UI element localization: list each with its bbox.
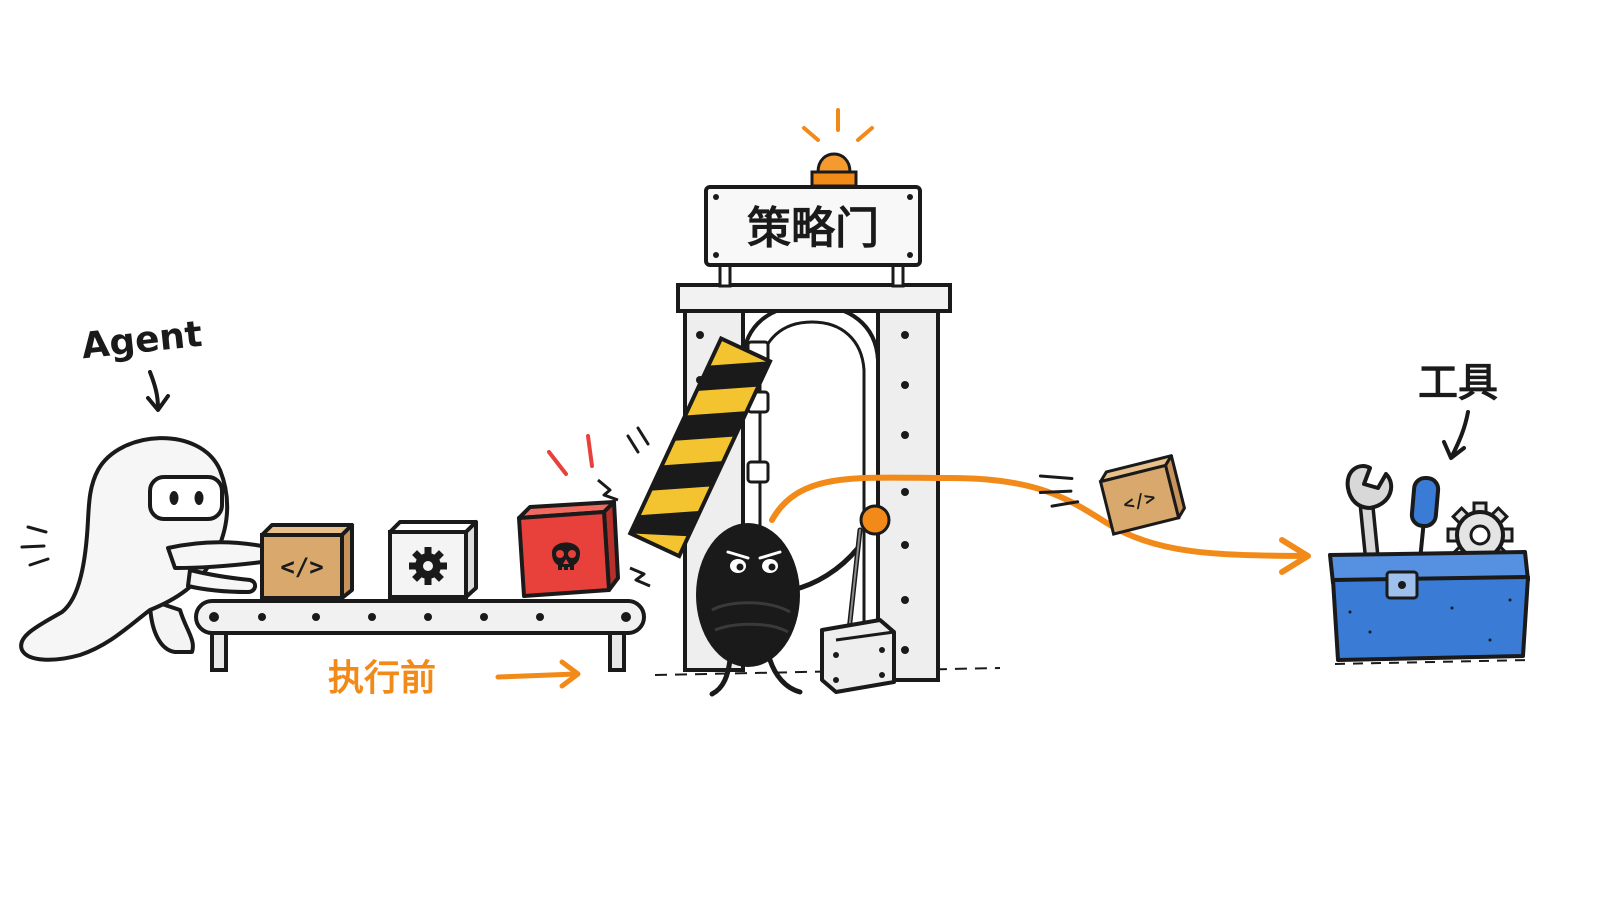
gear-icon — [409, 547, 447, 585]
skull-icon — [552, 542, 580, 571]
wrench-icon — [1345, 464, 1394, 568]
agent-label: Agent — [80, 314, 205, 367]
pre-execution-arrow — [495, 659, 581, 689]
gate-lever — [820, 504, 896, 694]
agent-pointer-arrow — [146, 370, 170, 412]
barrier-arm — [627, 335, 773, 559]
agent-character — [19, 436, 270, 662]
danger-box — [517, 426, 651, 598]
guard-character — [696, 523, 861, 697]
approved-code-box: </> — [1038, 454, 1186, 536]
code-icon: </> — [280, 553, 323, 581]
policy-gate-sign: 策略门 — [747, 203, 879, 254]
gear-box — [388, 520, 478, 599]
screwdriver-icon — [1409, 475, 1441, 561]
conveyor-belt — [194, 599, 646, 672]
alarm-light-icon — [802, 108, 874, 188]
pre-execution-label: 执行前 — [328, 658, 436, 699]
code-box: </> — [260, 523, 354, 600]
tools-label: 工具 — [1418, 360, 1498, 406]
toolbox — [1328, 464, 1531, 665]
tools-pointer-arrow — [1442, 410, 1470, 460]
